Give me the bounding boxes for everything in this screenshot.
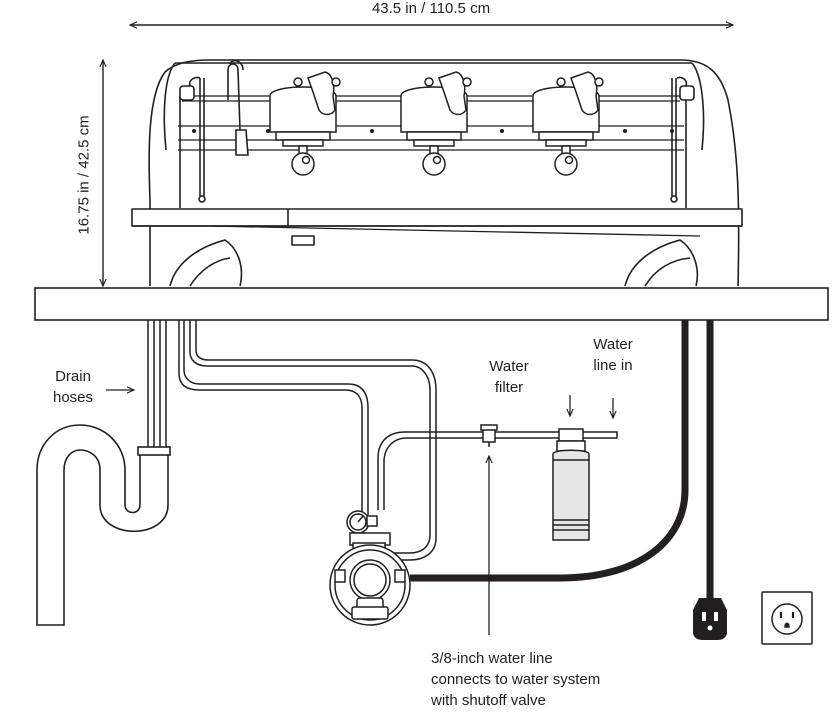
pump-icon	[329, 532, 411, 626]
counter-top	[34, 287, 829, 321]
steam-wand-left-icon	[179, 76, 206, 203]
water-line-in-label: Water line in	[593, 336, 633, 374]
drain-hoses	[147, 320, 167, 452]
group-head-icon	[532, 71, 604, 176]
group-head-icon	[269, 71, 341, 176]
drain-trap-icon	[36, 424, 171, 626]
steam-wand-right-icon	[670, 76, 695, 203]
power-cord-pump	[410, 320, 689, 582]
hot-water-tap-icon	[227, 59, 249, 156]
group-head-icon	[400, 71, 472, 176]
height-label: 16.75 in / 42.5 cm	[75, 115, 93, 235]
pressure-gauge-icon	[346, 510, 378, 534]
water-supply-lines	[178, 320, 618, 561]
espresso-machine-icon	[131, 59, 743, 287]
width-label: 43.5 in / 110.5 cm	[371, 0, 491, 17]
water-line-note-label: 3/8-inch water line connects to water sy…	[431, 650, 601, 709]
water-filter-icon	[552, 428, 590, 541]
water-filter-label: Water filter	[489, 358, 529, 396]
power-plug-icon	[693, 598, 727, 640]
wall-outlet-icon	[761, 591, 813, 645]
drain-hoses-label: Drain hoses	[52, 368, 94, 406]
shutoff-valve-icon	[480, 424, 498, 447]
